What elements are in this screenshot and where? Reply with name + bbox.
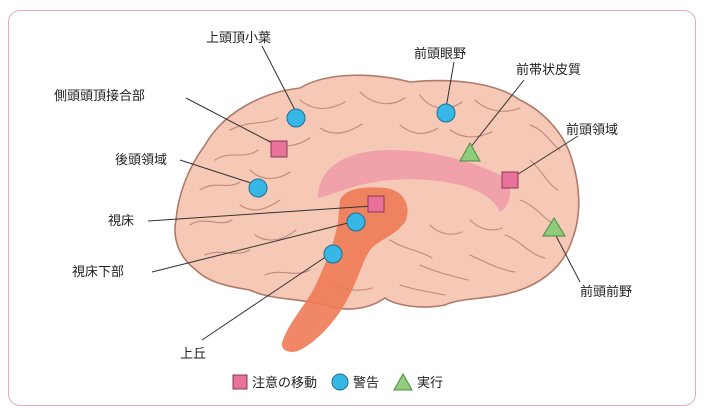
label-superior-colliculus: 上丘	[180, 347, 206, 362]
label-occipital-area: 後頭領域	[115, 152, 167, 168]
label-frontal-area: 前頭領域	[566, 122, 618, 138]
label-anterior-cingulate: 前帯状皮質	[516, 62, 581, 78]
legend-item-alert: 警告	[331, 372, 379, 391]
legend-label-alert: 警告	[353, 372, 379, 391]
square-marker-frontal	[502, 172, 518, 188]
circle-marker-occipital	[249, 179, 267, 197]
circle-marker-superior-parietal	[287, 109, 305, 127]
legend: 注意の移動 警告 実行	[232, 372, 457, 391]
triangle-legend-icon	[393, 373, 413, 391]
label-thalamus: 視床	[108, 214, 134, 229]
label-superior-parietal: 上頭頂小葉	[206, 31, 271, 46]
square-legend-icon	[232, 374, 248, 390]
circle-marker-frontal-eye-field	[437, 104, 455, 122]
square-marker-thalamus	[368, 196, 384, 212]
circle-marker-pulvinar	[347, 213, 365, 231]
legend-label-execution: 実行	[417, 372, 443, 391]
legend-item-attention: 注意の移動	[232, 372, 317, 391]
label-hypothalamus: 視床下部	[72, 265, 124, 280]
label-frontal-eye-field: 前頭眼野	[414, 46, 466, 62]
circle-legend-icon	[331, 373, 349, 391]
legend-label-attention: 注意の移動	[252, 372, 317, 391]
square-marker-temporoparietal	[271, 141, 287, 157]
circle-marker-superior-colliculus	[324, 245, 342, 263]
label-temporoparietal-junction: 側頭頭頂接合部	[54, 88, 145, 104]
label-prefrontal: 前頭前野	[580, 284, 632, 300]
legend-item-execution: 実行	[393, 372, 443, 391]
